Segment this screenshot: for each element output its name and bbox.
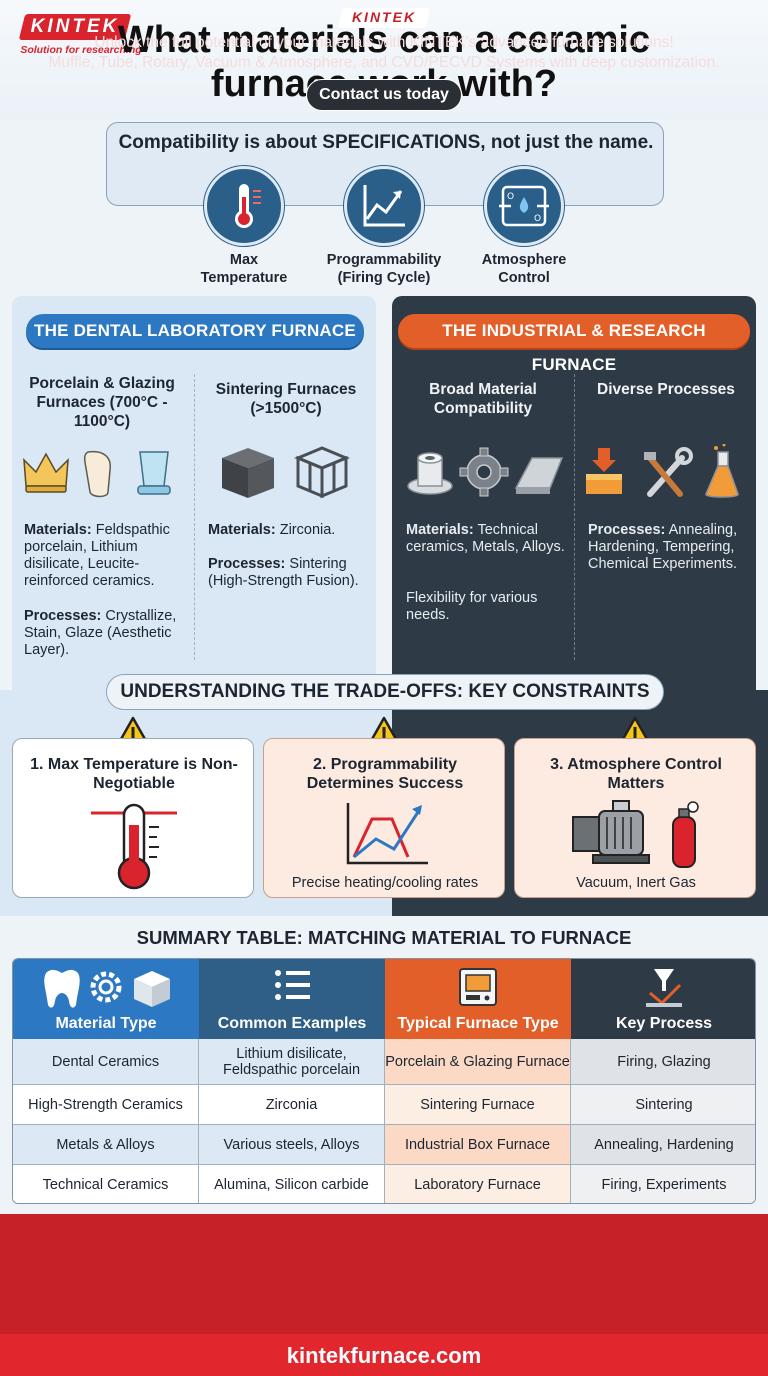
spec-heading: Compatibility is about SPECIFICATIONS, n… xyxy=(118,132,654,153)
logo-tagline: Solution for researching xyxy=(20,44,142,56)
crown-icon xyxy=(23,452,69,493)
spec-label-programmability: Programmability (Firing Cycle) xyxy=(326,252,442,286)
vacuum-pump-gas-icon xyxy=(569,799,703,874)
firing-curve-icon xyxy=(342,799,432,874)
table-header-label: Key Process xyxy=(615,1015,713,1032)
table-cell: Dental Ceramics xyxy=(13,1039,199,1085)
flask-icon xyxy=(705,443,739,498)
tooth-gear-cube-icon xyxy=(44,969,170,1008)
press-process-icon xyxy=(646,969,682,1007)
dental-sintering-heading: Sintering Furnaces (>1500°C) xyxy=(215,381,357,417)
table-cell: Annealing, Hardening xyxy=(571,1125,755,1165)
summary-table-heading: SUMMARY TABLE: MATCHING MATERIAL TO FURN… xyxy=(136,927,632,948)
tradeoff-card-title: 1. Max Temperature is Non-Negotiable xyxy=(30,756,238,792)
cube-icon xyxy=(222,448,274,498)
summary-table: Material Type Common Examples Typical Fu… xyxy=(12,958,756,1204)
industrial-processes: Processes: Annealing, Hardening, Temperi… xyxy=(588,522,738,572)
lattice-icon xyxy=(294,446,350,499)
table-cell: Metals & Alloys xyxy=(13,1125,199,1165)
table-cell: Sintering xyxy=(571,1085,755,1125)
tradeoff-heading: UNDERSTANDING THE TRADE-OFFS: KEY CONSTR… xyxy=(106,674,664,710)
table-cell: Industrial Box Furnace xyxy=(385,1125,571,1165)
metal-ingot-icon xyxy=(514,457,564,494)
brand-logo[interactable]: KINTEK Solution for researching xyxy=(10,14,144,60)
table-cell: High-Strength Ceramics xyxy=(13,1085,199,1125)
chart-line-icon xyxy=(344,166,424,246)
website-link[interactable]: kintekfurnace.com xyxy=(286,1343,482,1368)
table-header-label: Typical Furnace Type xyxy=(397,1015,559,1032)
tradeoff-card-caption: Precise heating/cooling rates xyxy=(291,875,479,891)
table-header-common-examples: Common Examples xyxy=(199,959,385,1039)
table-header-label: Common Examples xyxy=(217,1015,367,1032)
dental-porcelain-icons xyxy=(22,446,186,502)
dental-sintering-materials: Materials: Zirconia. xyxy=(208,522,336,538)
table-header-label: Material Type xyxy=(55,1015,157,1032)
industrial-flexibility-note: Flexibility for various needs. xyxy=(406,590,538,623)
footer-logo[interactable]: KINTEK xyxy=(351,9,417,25)
tradeoff-card-temperature: 1. Max Temperature is Non-Negotiable xyxy=(12,738,254,898)
tools-icon xyxy=(644,447,693,497)
table-header-furnace-type: Typical Furnace Type xyxy=(385,959,571,1039)
industrial-materials-heading: Broad Material Compatibility xyxy=(429,381,537,417)
dental-panel-title: THE DENTAL LABORATORY FURNACE xyxy=(26,314,364,348)
gear-icon xyxy=(459,447,509,497)
dental-sintering-processes: Processes: Sintering (High-Strength Fusi… xyxy=(208,556,359,589)
footer-tagline: Unlock the full potential of your materi… xyxy=(94,34,674,51)
hardening-icon xyxy=(586,448,622,494)
ceramic-part-icon xyxy=(407,452,453,495)
tradeoff-card-title: 2. Programmability Determines Success xyxy=(306,756,464,792)
tradeoff-card-programmability: 2. Programmability Determines Success Pr… xyxy=(263,738,505,898)
list-icon xyxy=(275,970,310,1000)
tradeoff-card-atmosphere: 3. Atmosphere Control Matters Vacuum, In… xyxy=(514,738,756,898)
table-cell: Technical Ceramics xyxy=(13,1165,199,1203)
spec-callout: Compatibility is about SPECIFICATIONS, n… xyxy=(106,122,664,206)
tradeoff-card-caption: Vacuum, Inert Gas xyxy=(576,875,696,891)
footer-product-list: Muffle, Tube, Rotary, Vacuum & Atmospher… xyxy=(48,54,720,71)
website-bar xyxy=(0,1334,768,1376)
industrial-panel-title: THE INDUSTRIAL & RESEARCH FURNACE xyxy=(398,314,750,374)
furnace-icon xyxy=(459,968,497,1006)
table-cell: Lithium disilicate, Feldspathic porcelai… xyxy=(199,1039,385,1085)
table-cell: Alumina, Silicon carbide xyxy=(199,1165,385,1203)
veneer-icon xyxy=(83,450,111,498)
dental-porcelain-materials: Materials: Feldspathic porcelain, Lithiu… xyxy=(24,522,170,589)
industrial-processes-heading: Diverse Processes xyxy=(597,381,735,398)
contact-us-button[interactable]: Contact us today xyxy=(306,79,462,111)
industrial-processes-icons xyxy=(584,443,748,502)
table-cell: Firing, Experiments xyxy=(571,1165,755,1203)
thermometer-icon xyxy=(204,166,284,246)
table-header-material-type: Material Type xyxy=(13,959,199,1039)
table-cell: Various steels, Alloys xyxy=(199,1125,385,1165)
table-cell: Porcelain & Glazing Furnace xyxy=(385,1039,571,1085)
tradeoff-card-title: 3. Atmosphere Control Matters xyxy=(550,756,722,792)
spec-label-atmosphere: Atmosphere Control xyxy=(481,252,567,286)
dental-sintering-icons xyxy=(218,442,358,502)
gas-flow-icon: O O xyxy=(484,166,564,246)
industrial-divider xyxy=(574,374,575,660)
svg-text:O: O xyxy=(507,192,514,202)
glass-icon xyxy=(137,451,171,495)
spec-label-max-temperature: Max Temperature xyxy=(200,252,288,286)
table-cell: Firing, Glazing xyxy=(571,1039,755,1085)
thermometer-limit-icon xyxy=(89,799,179,896)
svg-text:O: O xyxy=(534,214,541,224)
footer xyxy=(0,1214,768,1334)
table-cell: Zirconia xyxy=(199,1085,385,1125)
table-header-key-process: Key Process xyxy=(571,959,755,1039)
industrial-materials-icons xyxy=(404,444,564,500)
logo-text: KINTEK xyxy=(30,16,120,37)
dental-divider xyxy=(194,374,195,660)
table-cell: Sintering Furnace xyxy=(385,1085,571,1125)
industrial-materials: Materials: Technical ceramics, Metals, A… xyxy=(406,522,565,555)
table-cell: Laboratory Furnace xyxy=(385,1165,571,1203)
dental-porcelain-processes: Processes: Crystallize, Stain, Glaze (Ae… xyxy=(24,608,177,658)
dental-porcelain-heading: Porcelain & Glazing Furnaces (700°C - 11… xyxy=(29,375,175,430)
